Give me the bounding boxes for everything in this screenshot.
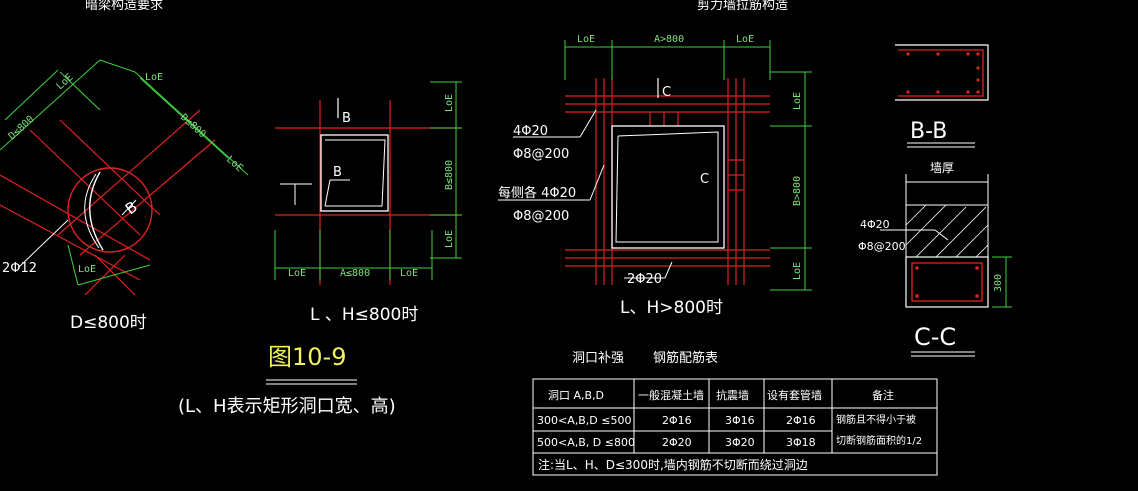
section-c-c-dim: 300: [993, 274, 1004, 292]
table-header-sleeve-wall: 设有套管墙: [767, 388, 822, 402]
table-title-left: 洞口补强: [572, 351, 624, 366]
title-dark-beam: 暗梁构造要求: [85, 0, 163, 13]
table-cell: 500<A,B, D ≤800: [537, 436, 635, 449]
large-rect-bar1: 4Φ20: [513, 124, 548, 139]
circle-cut-label: B: [122, 198, 141, 219]
title-wall-tie: 剪力墙拉筋构造: [697, 0, 788, 13]
large-rect-top-dim-1: LoE: [577, 34, 595, 45]
small-rect-caption: L 、H≤800时: [310, 305, 418, 325]
large-rect-section-mark: C: [662, 85, 671, 100]
circle-caption: D≤800时: [70, 313, 147, 333]
table-cell: 300<A,B,D ≤500: [537, 414, 631, 427]
small-rect-top-dim-1: LoE: [288, 268, 306, 279]
large-rect-side-dim-1: LoE: [792, 92, 803, 110]
circle-dim-2: LoE: [145, 72, 163, 83]
large-rect-opening-detail: C C LoE A>800 LoE LoE B>800 LoE: [498, 34, 812, 318]
section-c-c: 墙厚 4Φ20 Φ8@200 300 C-C: [858, 161, 1012, 357]
table-title-right: 钢筋配筋表: [653, 350, 718, 366]
large-rect-top-dim-2: A>800: [654, 34, 684, 45]
table-header-normal-wall: 一般混凝土墙: [638, 388, 704, 402]
reinforcement-table: 洞口补强 钢筋配筋表 洞口 A,B,D 一般混凝土墙 抗震墙 设有套管墙 备注 …: [532, 350, 938, 476]
small-rect-top-dim-2: A≤800: [340, 268, 370, 279]
large-rect-bottom-bar: 2Φ20: [627, 272, 662, 287]
large-rect-top-dim-3: LoE: [736, 34, 754, 45]
figure-note: (L、H表示矩形洞口宽、高): [178, 396, 396, 417]
small-rect-side-dim-3: LoE: [444, 230, 455, 248]
circle-dim-6: LoE: [78, 264, 96, 275]
small-rect-side-dim-1: LoE: [444, 94, 455, 112]
table-header-remark: 备注: [872, 388, 894, 402]
table-remark-line2: 切断钢筋面积的1/2: [836, 434, 922, 447]
table-header-seismic-wall: 抗震墙: [716, 388, 749, 402]
table-cell: 2Φ16: [786, 414, 816, 427]
circular-opening-detail: LoE LoE D≤800 D≤800 LoE LoE B 2Φ12 D≤800…: [0, 59, 249, 333]
small-rect-opening-detail: B B LoE A≤800 LoE LoE B≤800 LoE L 、H≤800…: [274, 81, 462, 325]
table-cell: 2Φ16: [662, 414, 692, 427]
large-rect-tie2: Φ8@200: [513, 209, 569, 224]
circle-bar-label: 2Φ12: [2, 261, 37, 276]
large-rect-caption: L、H>800时: [620, 298, 723, 318]
table-remark-line1: 钢筋且不得小于被: [836, 413, 916, 426]
table-cell: 2Φ20: [662, 436, 692, 449]
section-c-c-wall-label: 墙厚: [930, 161, 954, 175]
small-rect-top-dim-3: LoE: [400, 268, 418, 279]
section-c-c-bar: 4Φ20: [860, 218, 890, 231]
table-cell: 3Φ18: [786, 436, 816, 449]
large-rect-bar2: 每侧各 4Φ20: [498, 185, 576, 201]
table-cell: 3Φ16: [725, 414, 755, 427]
table-note: 注:当L、H、D≤300时,墙内钢筋不切断而绕过洞边: [538, 457, 808, 472]
table-header-opening: 洞口 A,B,D: [548, 389, 604, 402]
large-rect-tie1: Φ8@200: [513, 147, 569, 162]
table-cell: 3Φ20: [725, 436, 755, 449]
small-rect-section-mark: B: [342, 111, 351, 126]
circle-dim-3: D≤800: [7, 114, 37, 142]
figure-number: 图10-9: [268, 343, 346, 371]
large-rect-side-dim-3: LoE: [792, 262, 803, 280]
circle-dim-1: LoE: [55, 72, 76, 92]
section-b-b-label: B-B: [910, 119, 947, 144]
large-rect-inner-label: C: [700, 172, 709, 187]
section-c-c-label: C-C: [914, 323, 956, 351]
small-rect-side-dim-2: B≤800: [444, 160, 455, 190]
section-b-b: B-B: [895, 44, 989, 148]
small-rect-inner-label: B: [333, 165, 342, 180]
large-rect-side-dim-2: B>800: [792, 176, 803, 206]
section-c-c-tie: Φ8@200: [858, 240, 906, 253]
